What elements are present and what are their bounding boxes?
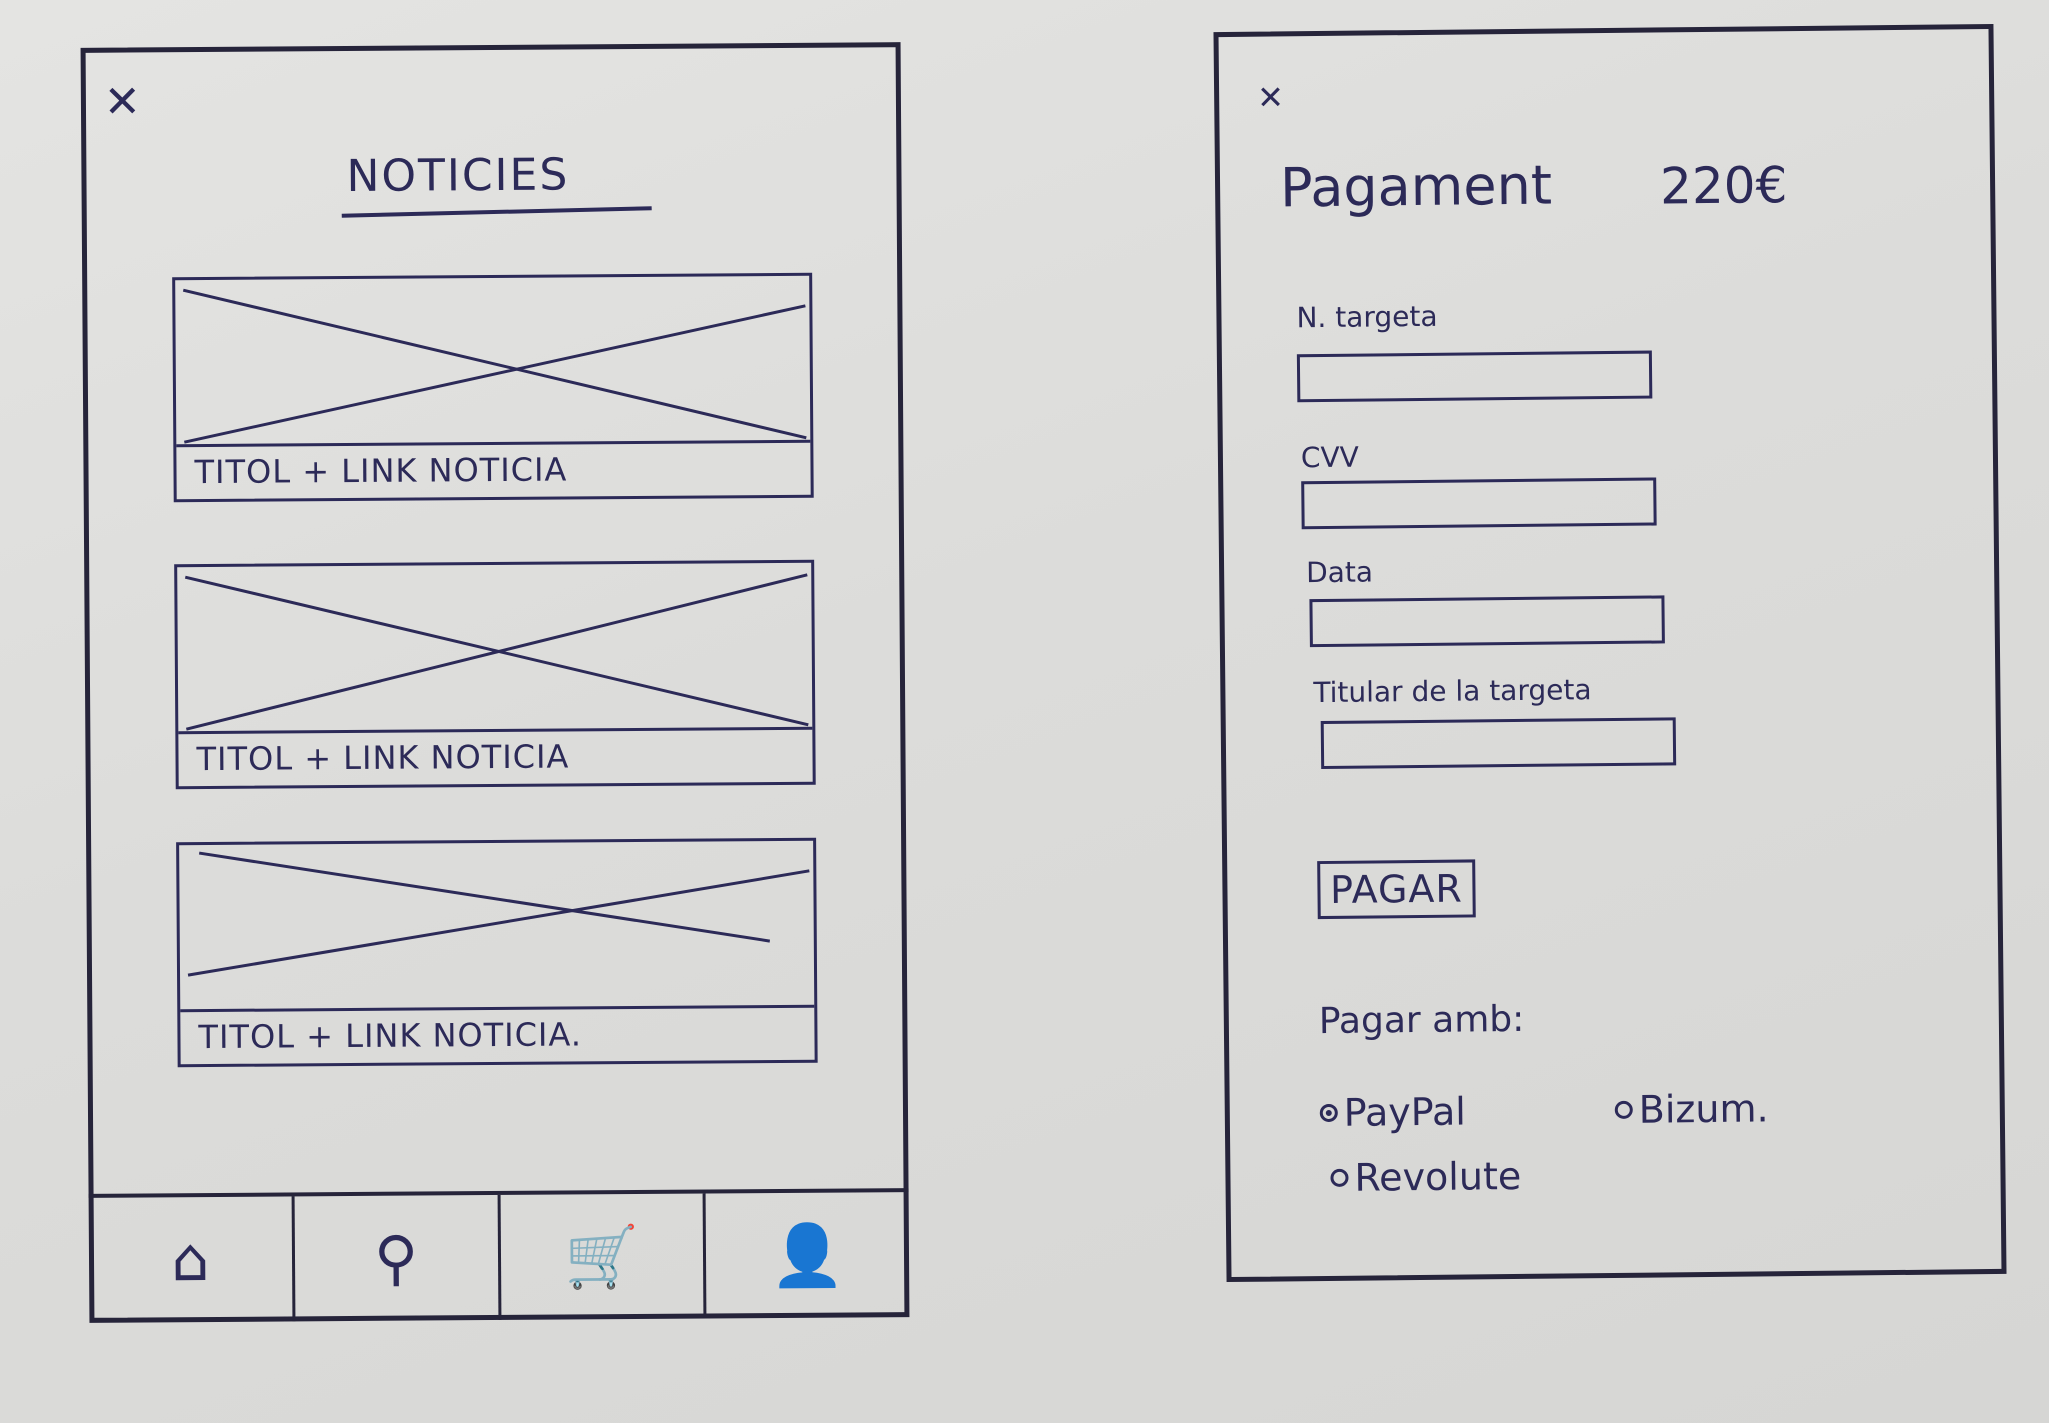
- radio-unchecked-icon[interactable]: [1330, 1168, 1349, 1187]
- close-icon[interactable]: ✕: [103, 76, 141, 128]
- news-card[interactable]: TITOL + LINK NOTICIA: [172, 272, 814, 503]
- alt-payment-label: Pagar amb:: [1318, 998, 1525, 1043]
- news-card[interactable]: TITOL + LINK NOTICIA.: [176, 837, 818, 1068]
- date-label: Data: [1305, 555, 1374, 590]
- payment-screen-frame: ✕ Pagament 220€ N. targeta CVV Data Titu…: [1213, 23, 2007, 1283]
- revolut-label: Revolute: [1354, 1153, 1522, 1200]
- news-screen-frame: ✕ NOTICIES TITOL + LINK NOTICIA TITOL + …: [80, 42, 910, 1323]
- revolut-option[interactable]: Revolute: [1330, 1154, 1521, 1200]
- cardholder-input[interactable]: [1320, 717, 1677, 770]
- cvv-input[interactable]: [1301, 477, 1657, 530]
- cart-icon: 🛒: [564, 1222, 640, 1293]
- card-number-label: N. targeta: [1296, 299, 1438, 335]
- paypal-label: PayPal: [1343, 1089, 1467, 1135]
- card-number-input[interactable]: [1296, 350, 1653, 403]
- page-title: NOTICIES: [346, 149, 570, 203]
- cardholder-label: Titular de la targeta: [1313, 673, 1592, 710]
- radio-checked-icon[interactable]: [1319, 1103, 1338, 1123]
- home-icon: ⌂: [171, 1224, 210, 1295]
- profile-icon: 👤: [770, 1220, 846, 1292]
- close-icon[interactable]: ✕: [1256, 78, 1285, 117]
- total-amount: 220€: [1659, 156, 1788, 216]
- news-card-caption[interactable]: TITOL + LINK NOTICIA: [196, 737, 570, 779]
- image-placeholder-icon: [184, 573, 809, 731]
- news-card-caption[interactable]: TITOL + LINK NOTICIA.: [198, 1015, 583, 1057]
- radio-unchecked-icon[interactable]: [1614, 1100, 1633, 1119]
- news-card-caption[interactable]: TITOL + LINK NOTICIA: [194, 450, 568, 492]
- pay-button[interactable]: PAGAR: [1317, 859, 1476, 920]
- search-icon: ⚲: [373, 1223, 419, 1294]
- news-card[interactable]: TITOL + LINK NOTICIA: [174, 559, 816, 790]
- cvv-label: CVV: [1300, 440, 1359, 475]
- tab-search[interactable]: ⚲: [294, 1194, 501, 1322]
- title-underline: [341, 206, 652, 218]
- tab-cart[interactable]: 🛒: [500, 1193, 707, 1320]
- page-title: Pagament: [1279, 153, 1553, 220]
- tab-home[interactable]: ⌂: [88, 1196, 296, 1323]
- image-placeholder-icon: [187, 851, 810, 977]
- image-placeholder-icon: [182, 288, 807, 444]
- bizum-option[interactable]: Bizum.: [1614, 1086, 1769, 1132]
- bottom-tab-bar: ⌂ ⚲ 🛒 👤: [88, 1188, 910, 1323]
- bizum-label: Bizum.: [1638, 1086, 1769, 1132]
- paypal-option[interactable]: PayPal: [1319, 1089, 1467, 1136]
- date-input[interactable]: [1309, 595, 1665, 648]
- tab-profile[interactable]: 👤: [706, 1192, 910, 1318]
